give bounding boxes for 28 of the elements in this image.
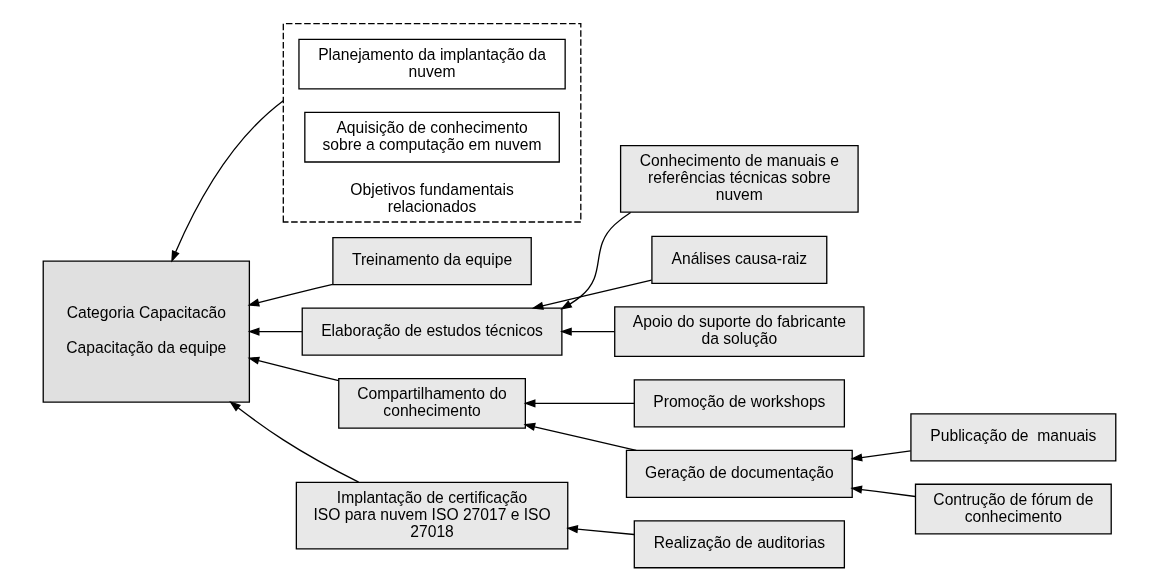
node-box: Conhecimento de manuais e referências técnicas sobre nuvem [619,145,859,213]
arrow [247,356,339,382]
node-box: Planejamento da implantação da nuvem [297,38,566,90]
arrow [850,450,911,462]
arrow [849,485,916,498]
arrow [228,400,359,483]
node-box: Treinamento da equipe [331,237,532,286]
arrow [247,327,303,336]
arrow [559,211,631,310]
node-box: Apoio do suporte do fabricante da solução [613,306,865,358]
node-box: Promoção de workshops [633,379,845,428]
node-box: Elaboração de estudos técnicos [301,307,563,356]
arrow [565,525,635,536]
node-box: Compartilhamento do conhecimento [337,377,526,429]
node-box: Implantação de certificação ISO para nuvem ISO 27017 e ISO 27018 [295,481,568,550]
node-box: Publicação de manuais [909,413,1116,462]
node-box: Categoria Capacitacão Capacitação da equipe [42,260,250,403]
node-box: Análises causa-raiz [650,235,827,284]
arrow [559,327,615,336]
arrow [170,100,284,263]
arrow [522,422,637,451]
node-box: Aquisição de conhecimento sobre a computação em nuvem [303,111,560,163]
arrow [247,283,333,307]
node-box: Contrução de fórum de conhecimento [914,483,1112,535]
node-box: Realização de auditorias [633,520,845,569]
node-box: Geração de documentação [625,449,853,498]
arrow [523,399,635,408]
arrow [531,279,652,310]
